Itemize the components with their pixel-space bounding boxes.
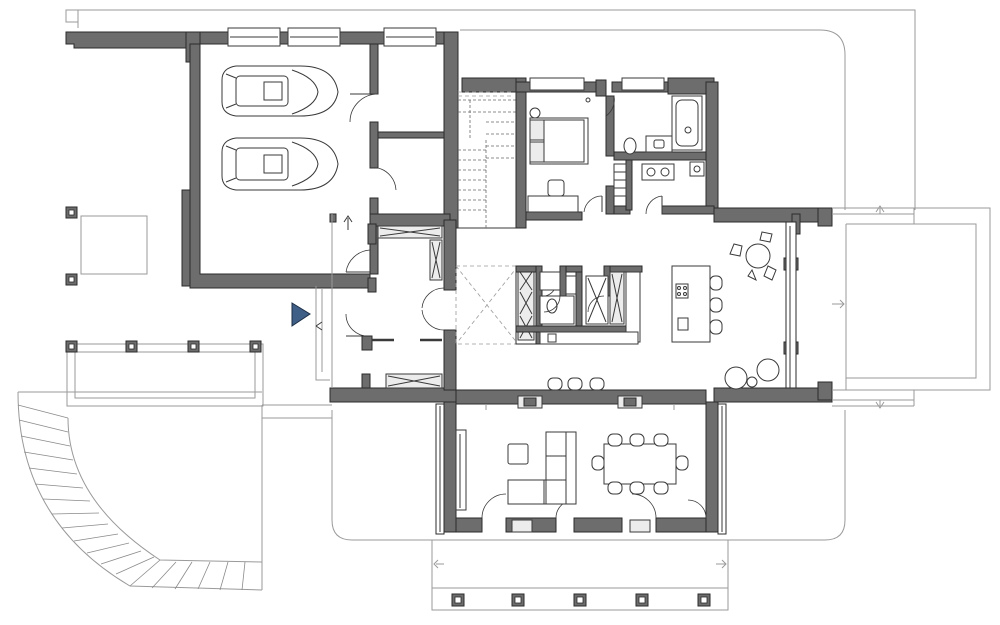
- living-dining-room: [435, 401, 727, 535]
- main-walls: [455, 207, 833, 410]
- entrance-marker-icon: [291, 302, 311, 327]
- lounge-area: [547, 231, 780, 391]
- west-pergola: [65, 206, 264, 407]
- entrance-hall: [315, 213, 457, 403]
- south-porch: [431, 539, 729, 611]
- void-opening: [455, 91, 519, 345]
- kitchen: [515, 265, 723, 345]
- garage: [65, 27, 459, 289]
- dining-table: [591, 433, 689, 495]
- sofa: [507, 431, 577, 505]
- east-terrace: [832, 205, 991, 409]
- car-2: [221, 137, 339, 191]
- car-1: [221, 65, 339, 117]
- curved-steps: [17, 391, 263, 591]
- staircase: [457, 90, 520, 229]
- bedroom-wing: [461, 77, 719, 229]
- pergola-columns: [65, 206, 262, 353]
- site-lines: [18, 9, 916, 590]
- porch-columns: [451, 593, 711, 607]
